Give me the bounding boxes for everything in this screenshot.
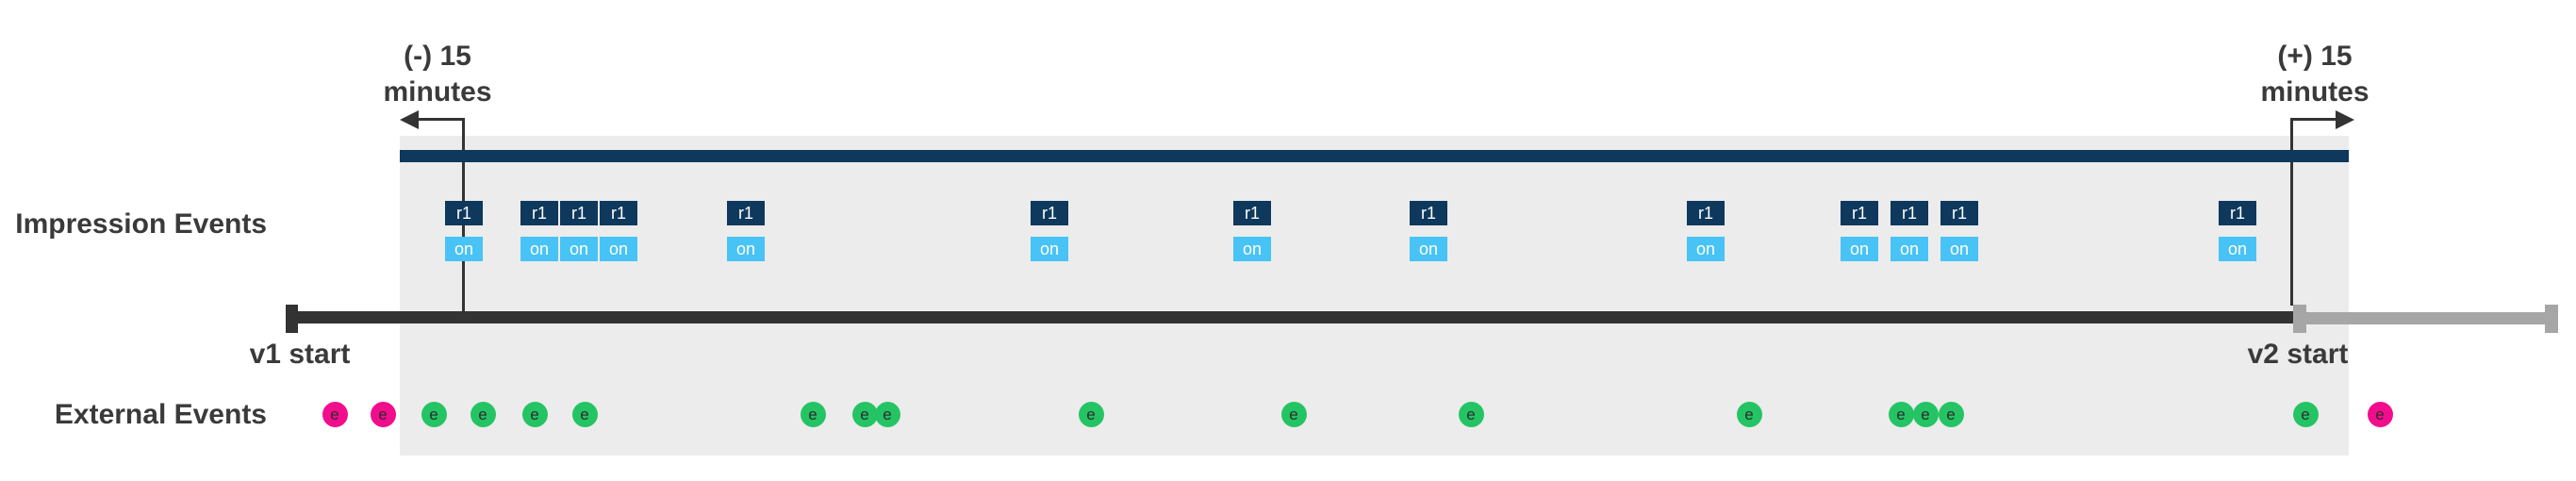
impression-events-label: Impression Events	[15, 208, 267, 240]
v1-start-cap	[286, 305, 298, 333]
impression-on-box: on	[1841, 237, 1878, 261]
pre-window-arrow-line	[417, 118, 464, 121]
external-event-dot-green: e	[1938, 402, 1964, 427]
v2-timeline-bar	[2293, 312, 2558, 324]
impression-on-box: on	[1410, 237, 1447, 261]
v2-start-cap	[2293, 305, 2306, 333]
post-window-annotation-line1: (+) 15	[2277, 41, 2353, 72]
impression-on-box: on	[1891, 237, 1928, 261]
external-event-dot-green: e	[421, 402, 447, 427]
external-event-dot-green: e	[1078, 402, 1104, 427]
impression-recipe-box: r1	[1233, 201, 1271, 225]
v2-timeline-end-cap	[2545, 305, 2558, 333]
impression-recipe-box: r1	[560, 201, 598, 225]
pre-window-annotation: (-) 15 minutes	[324, 39, 551, 110]
external-event-dot-green: e	[800, 402, 826, 427]
external-event-dot-green: e	[1280, 402, 1307, 427]
right-arrowhead-icon	[2336, 110, 2354, 129]
impression-on-box: on	[1233, 237, 1271, 261]
impression-recipe-box: r1	[1940, 201, 1978, 225]
external-event-dot-green: e	[2292, 402, 2319, 427]
external-event-dot-green: e	[571, 402, 598, 427]
post-window-annotation: (+) 15 minutes	[2202, 39, 2428, 110]
impression-recipe-box: r1	[1031, 201, 1068, 225]
external-event-dot-green: e	[1458, 402, 1484, 427]
post-window-marker-line	[2290, 118, 2293, 306]
impression-on-box: on	[600, 237, 637, 261]
impression-recipe-box: r1	[727, 201, 765, 225]
impression-recipe-box: r1	[600, 201, 637, 225]
impression-recipe-box: r1	[445, 201, 483, 225]
external-event-dot-green: e	[470, 402, 496, 427]
pre-window-annotation-line1: (-) 15	[404, 41, 471, 72]
impression-recipe-box: r1	[2219, 201, 2256, 225]
external-event-dot-green: e	[1912, 402, 1939, 427]
external-event-dot-green: e	[874, 402, 900, 427]
measurement-window-panel	[400, 136, 2349, 456]
impression-on-box: on	[520, 237, 558, 261]
v1-start-label: v1 start	[249, 339, 351, 370]
impression-recipe-box: r1	[520, 201, 558, 225]
v2-start-label: v2 start	[2247, 339, 2349, 370]
external-event-dot-magenta: e	[2367, 402, 2393, 427]
impression-on-box: on	[445, 237, 483, 261]
external-event-dot-magenta: e	[322, 402, 348, 427]
impression-on-box: on	[2219, 237, 2256, 261]
impression-on-box: on	[1031, 237, 1068, 261]
impression-recipe-box: r1	[1841, 201, 1878, 225]
external-event-dot-green: e	[851, 402, 878, 427]
external-event-dot-magenta: e	[370, 402, 396, 427]
impression-on-box: on	[1687, 237, 1725, 261]
campaign-duration-bar	[400, 150, 2349, 162]
impression-recipe-box: r1	[1687, 201, 1725, 225]
external-events-label: External Events	[54, 399, 267, 430]
post-window-annotation-line2: minutes	[2260, 76, 2370, 108]
pre-window-annotation-line2: minutes	[383, 76, 492, 108]
impression-on-box: on	[1940, 237, 1978, 261]
impression-recipe-box: r1	[1410, 201, 1447, 225]
v1-timeline-bar	[286, 311, 2293, 323]
external-event-dot-green: e	[1888, 402, 1914, 427]
impression-recipe-box: r1	[1891, 201, 1928, 225]
post-window-arrow-line	[2292, 118, 2337, 121]
impression-on-box: on	[560, 237, 598, 261]
left-arrowhead-icon	[400, 110, 419, 129]
external-event-dot-green: e	[1736, 402, 1762, 427]
external-event-dot-green: e	[521, 402, 548, 427]
impression-on-box: on	[727, 237, 765, 261]
